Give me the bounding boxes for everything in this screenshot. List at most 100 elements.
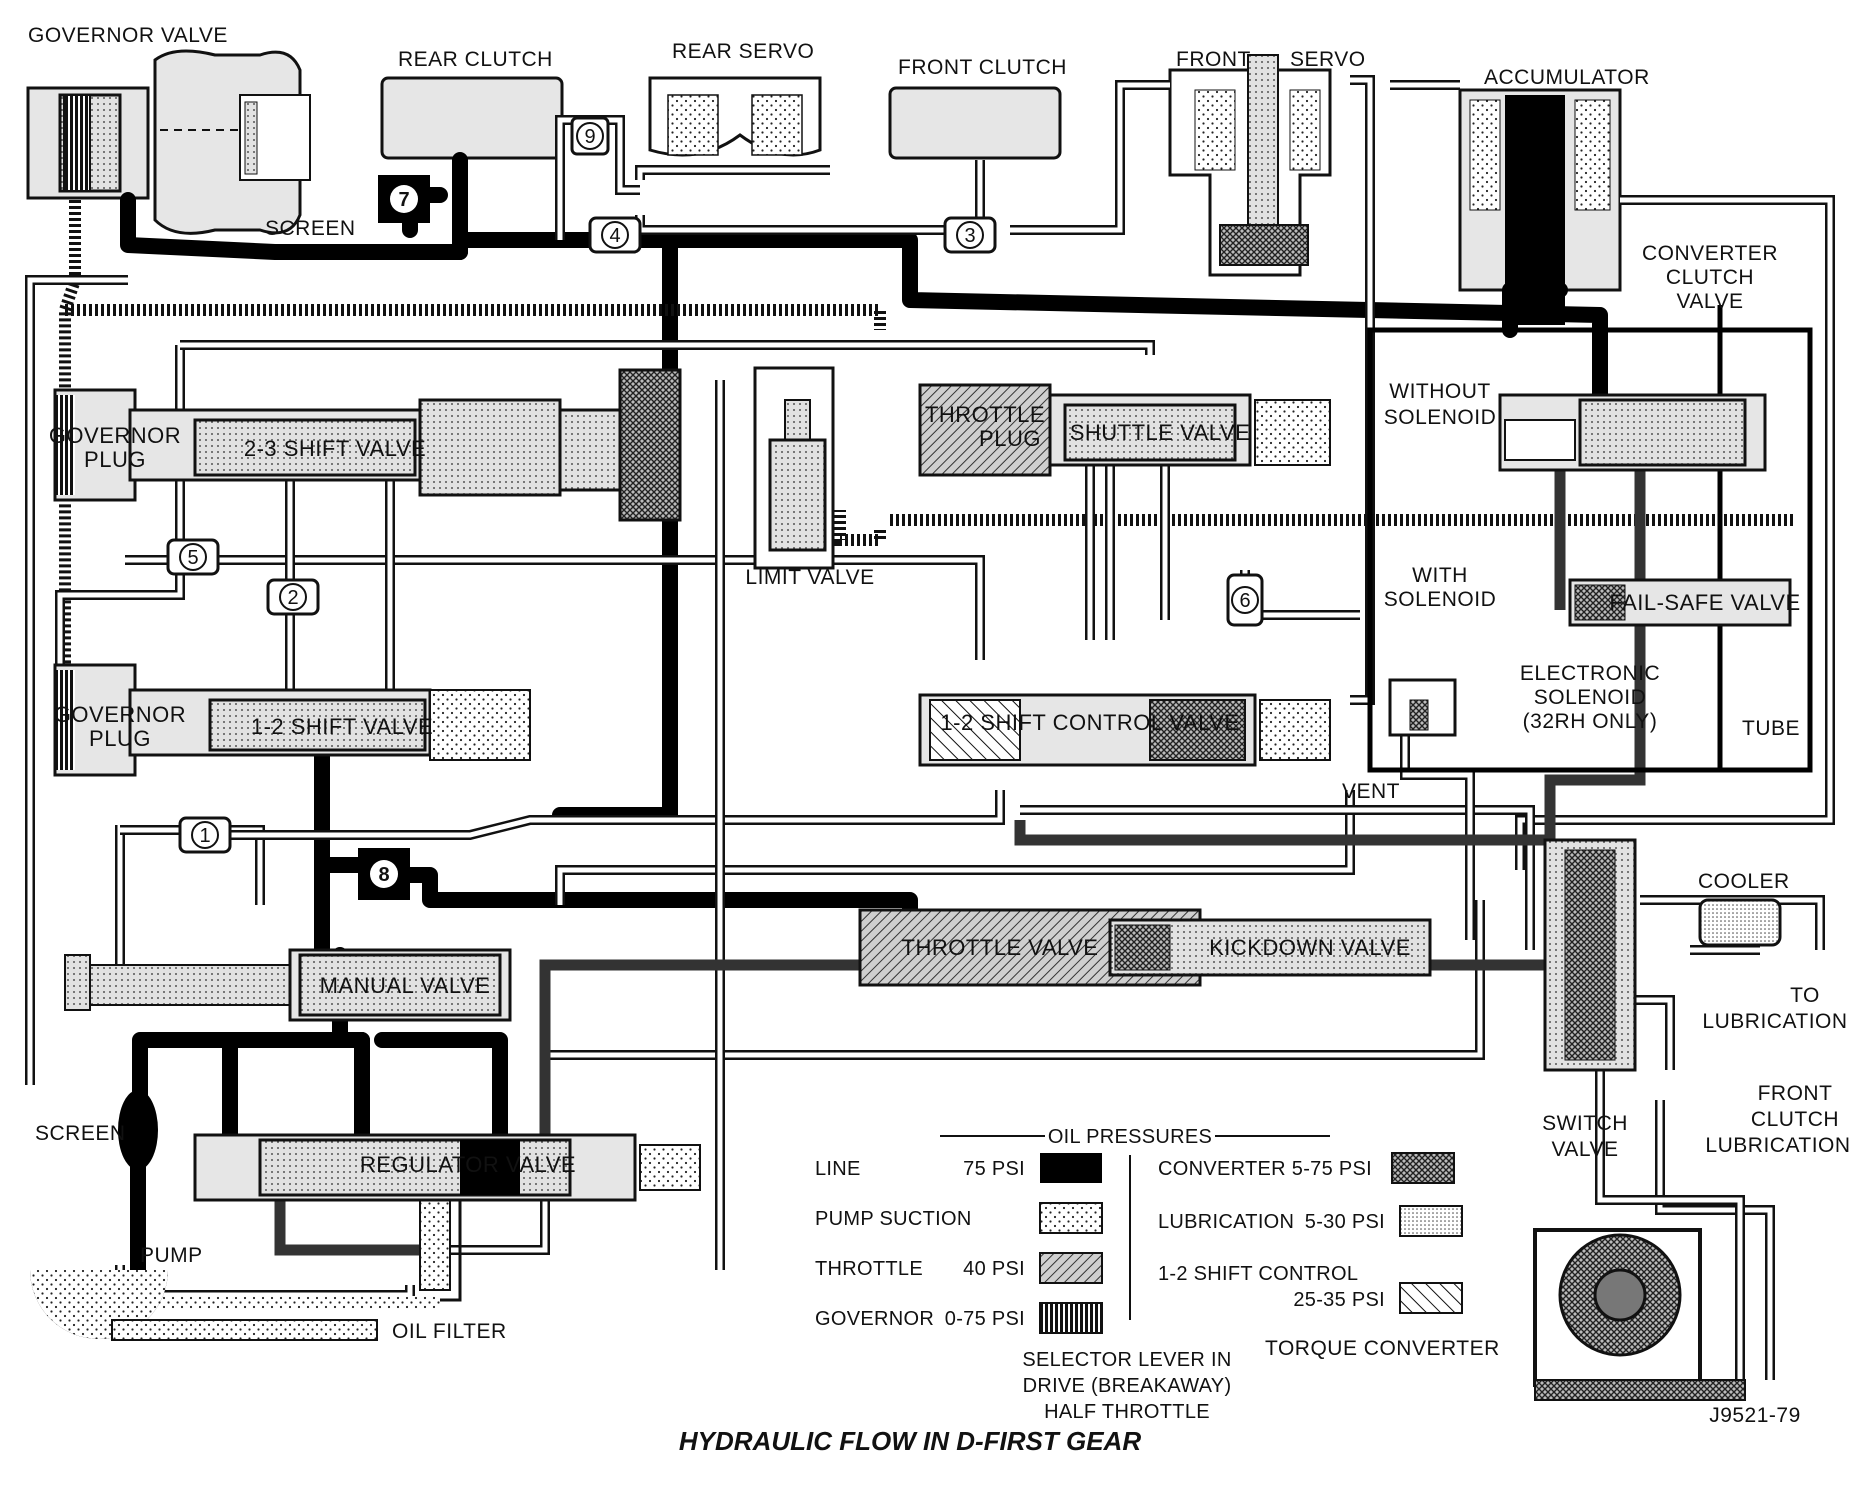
label-front-clutch-lub-1: FRONT bbox=[1758, 1082, 1833, 1105]
cooler bbox=[1698, 898, 1782, 947]
label-electronic-solenoid-1: ELECTRONIC bbox=[1520, 662, 1660, 685]
label-oil-filter: OIL FILTER bbox=[392, 1320, 507, 1343]
legend-throttle-name: THROTTLE bbox=[815, 1258, 923, 1280]
electronic-solenoid-body bbox=[1388, 678, 1457, 737]
label-screen-top: SCREEN bbox=[265, 217, 356, 240]
shift-23-valve bbox=[128, 368, 682, 522]
label-torque-converter: TORQUE CONVERTER bbox=[1265, 1337, 1500, 1360]
check-ball-4-num: 4 bbox=[609, 225, 620, 247]
throttle-plug-body bbox=[918, 383, 1052, 477]
rear-clutch bbox=[380, 76, 564, 160]
label-without-solenoid-2: SOLENOID bbox=[1384, 406, 1497, 429]
check-ball-6-num: 6 bbox=[1239, 590, 1250, 612]
figure-caption: HYDRAULIC FLOW IN D-FIRST GEAR bbox=[679, 1426, 1141, 1456]
label-limit-valve: LIMIT VALVE bbox=[745, 566, 874, 589]
check-ball-9: 9 bbox=[570, 116, 610, 156]
label-without-solenoid-1: WITHOUT bbox=[1389, 380, 1490, 403]
legend-swatch-converter bbox=[1391, 1152, 1455, 1184]
throttle-kickdown-body bbox=[858, 908, 1432, 987]
torque-converter bbox=[1533, 1228, 1746, 1401]
manual-valve-body bbox=[64, 948, 512, 1022]
label-pump: PUMP bbox=[140, 1244, 203, 1267]
label-governor-plug-bottom-1: GOVERNOR bbox=[54, 702, 186, 727]
legend-lubrication-name: LUBRICATION bbox=[1158, 1211, 1294, 1233]
legend-note-1: SELECTOR LEVER IN bbox=[1022, 1349, 1231, 1371]
governor-plug-top bbox=[53, 388, 137, 502]
label-screen-bottom: SCREEN bbox=[35, 1122, 126, 1145]
legend-swatch-lubrication bbox=[1399, 1205, 1463, 1237]
shuttle-valve-body bbox=[1048, 393, 1331, 467]
legend-swatch-line bbox=[1040, 1153, 1102, 1183]
legend: OIL PRESSURES LINE 75 PSI PUMP SUCTION T… bbox=[815, 1126, 1463, 1423]
label-throttle-plug-2: PLUG bbox=[979, 426, 1041, 451]
label-shift-control-12: 1-2 SHIFT CONTROL VALVE bbox=[940, 710, 1239, 735]
label-throttle-plug-1: THROTTLE bbox=[925, 402, 1045, 427]
check-ball-7-num: 7 bbox=[398, 189, 409, 211]
legend-converter-value: 5-75 PSI bbox=[1292, 1158, 1372, 1180]
label-front-clutch: FRONT CLUTCH bbox=[898, 56, 1067, 79]
label-with-solenoid-1: WITH bbox=[1412, 564, 1468, 587]
label-kickdown-valve: KICKDOWN VALVE bbox=[1209, 935, 1411, 960]
legend-governor-name: GOVERNOR bbox=[815, 1308, 934, 1330]
label-converter-clutch-valve-3: VALVE bbox=[1676, 290, 1743, 313]
limit-valve-body bbox=[753, 366, 835, 570]
label-converter-clutch-valve-2: CLUTCH bbox=[1666, 266, 1754, 289]
shift-12-valve bbox=[128, 688, 531, 761]
oil-filter bbox=[111, 1319, 378, 1341]
label-accumulator: ACCUMULATOR bbox=[1484, 66, 1650, 89]
label-governor-plug-top-1: GOVERNOR bbox=[49, 423, 181, 448]
accumulator bbox=[1458, 88, 1622, 325]
check-ball-2-num: 2 bbox=[287, 587, 298, 609]
check-ball-6: 6 bbox=[1226, 573, 1264, 627]
label-with-solenoid-2: SOLENOID bbox=[1384, 588, 1497, 611]
label-switch-valve-2: VALVE bbox=[1551, 1138, 1618, 1161]
label-servo: SERVO bbox=[1290, 48, 1366, 71]
legend-governor-value: 0-75 PSI bbox=[945, 1308, 1025, 1330]
legend-line-name: LINE bbox=[815, 1158, 861, 1180]
legend-swatch-shift-control bbox=[1399, 1282, 1463, 1314]
legend-lubrication-value: 5-30 PSI bbox=[1305, 1211, 1385, 1233]
legend-throttle-value: 40 PSI bbox=[963, 1258, 1025, 1280]
legend-converter-name: CONVERTER bbox=[1158, 1158, 1286, 1180]
label-electronic-solenoid-3: (32RH ONLY) bbox=[1523, 710, 1658, 733]
converter-clutch-valve-body bbox=[1498, 393, 1767, 472]
label-cooler: COOLER bbox=[1698, 870, 1790, 893]
front-servo bbox=[1168, 54, 1332, 277]
label-throttle-valve: THROTTLE VALVE bbox=[902, 935, 1099, 960]
label-front-clutch-lub-2: CLUTCH bbox=[1751, 1108, 1839, 1131]
label-tube: TUBE bbox=[1742, 717, 1800, 740]
governor-valve-assembly bbox=[26, 49, 311, 235]
check-ball-5-num: 5 bbox=[187, 547, 198, 569]
label-shift-12: 1-2 SHIFT VALVE bbox=[251, 714, 433, 739]
label-vent: VENT bbox=[1342, 780, 1400, 803]
check-ball-1-num: 1 bbox=[199, 825, 210, 847]
label-front: FRONT bbox=[1176, 48, 1251, 71]
legend-pump-suction-name: PUMP SUCTION bbox=[815, 1208, 972, 1230]
check-ball-3: 3 bbox=[943, 216, 997, 254]
label-to-lubrication-1: TO bbox=[1790, 984, 1820, 1007]
label-rear-servo: REAR SERVO bbox=[672, 40, 814, 63]
rear-servo bbox=[648, 76, 822, 157]
check-ball-9-num: 9 bbox=[584, 126, 595, 148]
label-governor-plug-bottom-2: PLUG bbox=[89, 726, 151, 751]
check-ball-3-num: 3 bbox=[964, 225, 975, 247]
labels: GOVERNOR VALVE REAR CLUTCH REAR SERVO FR… bbox=[28, 24, 1850, 1427]
legend-note-3: HALF THROTTLE bbox=[1044, 1401, 1210, 1423]
shift-control-12-valve-body bbox=[918, 693, 1331, 767]
label-fail-safe-valve: FAIL-SAFE VALVE bbox=[1609, 590, 1800, 615]
label-switch-valve-1: SWITCH bbox=[1542, 1112, 1628, 1135]
regulator-valve-body bbox=[193, 1133, 701, 1202]
label-electronic-solenoid-2: SOLENOID bbox=[1534, 686, 1647, 709]
label-governor-plug-top-2: PLUG bbox=[84, 447, 146, 472]
governor-circuit bbox=[59, 200, 1795, 720]
front-clutch bbox=[888, 86, 1062, 160]
legend-title: OIL PRESSURES bbox=[1048, 1126, 1212, 1148]
label-regulator-valve: REGULATOR VALVE bbox=[360, 1152, 576, 1177]
label-rear-clutch: REAR CLUTCH bbox=[398, 48, 553, 71]
governor-plug-bottom bbox=[53, 663, 137, 777]
legend-note-2: DRIVE (BREAKAWAY) bbox=[1023, 1375, 1232, 1397]
label-shift-23: 2-3 SHIFT VALVE bbox=[244, 436, 426, 461]
check-ball-8: 8 bbox=[358, 848, 410, 900]
fail-safe-valve-body bbox=[1568, 578, 1792, 627]
